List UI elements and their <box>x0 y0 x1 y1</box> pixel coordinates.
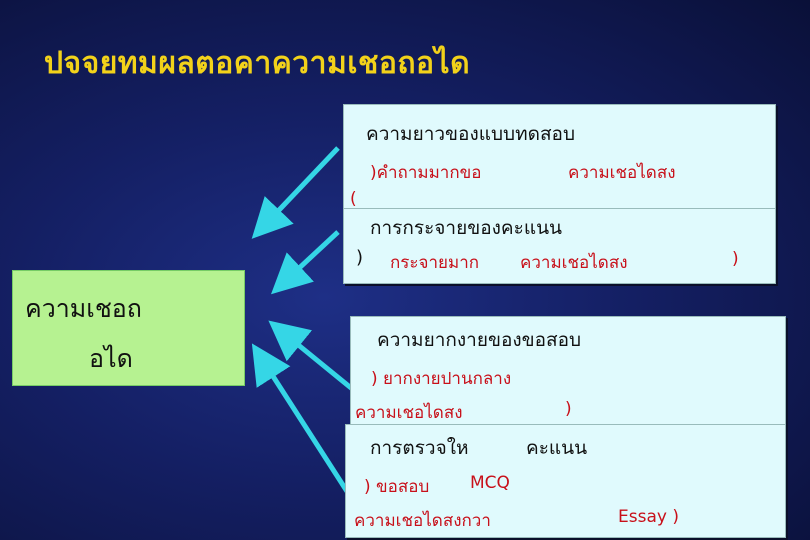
factor-detail: ) <box>732 249 739 269</box>
reliability-line-2: อได <box>89 344 133 373</box>
factor-heading: ความยาวของแบบทดสอบ <box>366 123 576 145</box>
factor-detail: ( <box>350 189 357 209</box>
factor-detail: ) <box>565 399 572 419</box>
factor-heading: คะแนน <box>526 437 588 459</box>
factor-detail: ความเชอไดสงกวา <box>354 511 491 531</box>
arrow-spread-to-reliability <box>271 230 340 295</box>
factor-score-spread: การกระจายของคะแนน ) กระจายมาก ความเชอไดส… <box>343 208 776 284</box>
factor-detail: ) <box>356 247 364 268</box>
factor-detail: ความเชอไดสง <box>568 163 676 183</box>
factor-detail: ความเชอไดสง <box>355 403 463 423</box>
arrow-difficulty-to-reliability <box>268 320 358 394</box>
factor-detail: ความเชอไดสง <box>520 253 628 273</box>
factor-item-difficulty: ความยากงายของขอสอบ ) ยากงายปานกลาง ความเ… <box>350 316 786 426</box>
factor-detail: ) ขอสอบ <box>364 477 430 497</box>
factor-detail: MCQ <box>470 473 510 493</box>
factor-test-length: ความยาวของแบบทดสอบ )คำถามมากขอ ความเชอได… <box>343 104 776 210</box>
factor-detail: ) ยากงายปานกลาง <box>371 369 512 389</box>
factor-scoring: การตรวจให คะแนน ) ขอสอบ MCQ ความเชอไดสงก… <box>345 424 786 538</box>
arrow-scoring-to-reliability <box>251 343 353 498</box>
factor-detail: )คำถามมากขอ <box>370 163 482 183</box>
slide-title: ปจจยทมผลตอคาความเชอถอได <box>44 46 471 81</box>
arrow-length-to-reliability <box>251 146 340 239</box>
factor-heading: การตรวจให <box>370 437 469 459</box>
reliability-box: ความเชอถ อได <box>12 270 245 386</box>
factor-detail: กระจายมาก <box>390 253 480 273</box>
factor-detail: Essay ) <box>618 507 679 527</box>
factor-heading: การกระจายของคะแนน <box>370 217 563 239</box>
factor-heading: ความยากงายของขอสอบ <box>377 329 582 351</box>
reliability-line-1: ความเชอถ <box>25 294 142 323</box>
